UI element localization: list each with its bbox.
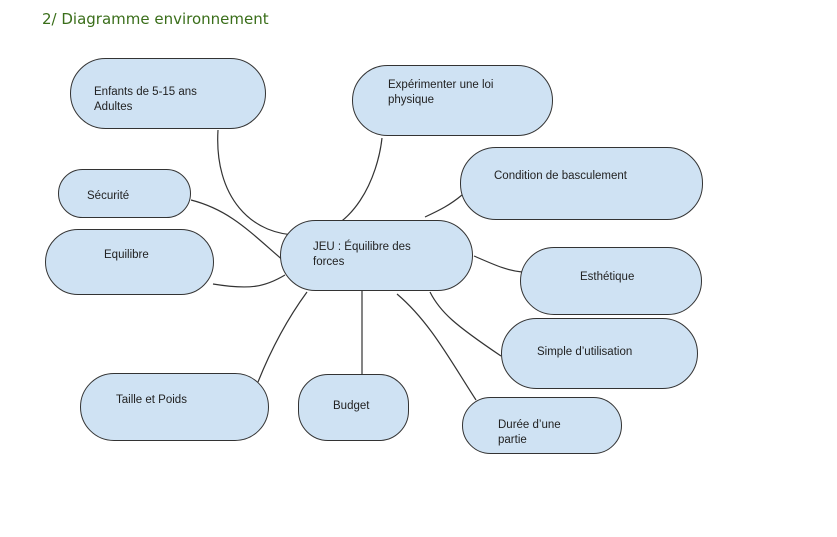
link-enfants [217, 129, 306, 236]
node-center-jeu: JEU : Équilibre des forces [280, 220, 473, 291]
node-experimenter: Expérimenter une loi physique [352, 65, 553, 136]
node-budget: Budget [298, 374, 409, 441]
node-condition: Condition de basculement [460, 147, 703, 220]
link-securite [190, 199, 286, 263]
link-taille [257, 291, 308, 383]
node-enfants: Enfants de 5-15 ans Adultes [70, 58, 266, 129]
node-label: JEU : Équilibre des forces [313, 241, 411, 268]
node-duree: Durée d’une partie [462, 397, 622, 454]
section-heading: 2/ Diagramme environnement [42, 10, 269, 28]
node-label: Simple d’utilisation [537, 346, 633, 358]
node-label: Budget [333, 400, 370, 412]
node-esthetique: Esthétique [520, 247, 702, 315]
node-equilibre: Equilibre [45, 229, 214, 295]
node-label: Durée d’une partie [498, 419, 561, 446]
link-simple [429, 291, 502, 357]
node-simple: Simple d’utilisation [501, 318, 698, 389]
node-label: Sécurité [87, 190, 130, 202]
link-condition [424, 194, 463, 218]
node-label: Esthétique [580, 271, 635, 283]
node-label: Enfants de 5-15 ans Adultes [94, 86, 197, 113]
link-equilibre [212, 274, 286, 288]
link-duree [396, 293, 477, 401]
node-label: Expérimenter une loi physique [388, 79, 494, 106]
node-label: Taille et Poids [116, 394, 187, 406]
node-taille: Taille et Poids [80, 373, 269, 441]
node-securite: Sécurité [58, 169, 191, 218]
link-esthetique [473, 255, 523, 273]
node-label: Equilibre [104, 249, 149, 261]
node-label: Condition de basculement [494, 170, 627, 182]
